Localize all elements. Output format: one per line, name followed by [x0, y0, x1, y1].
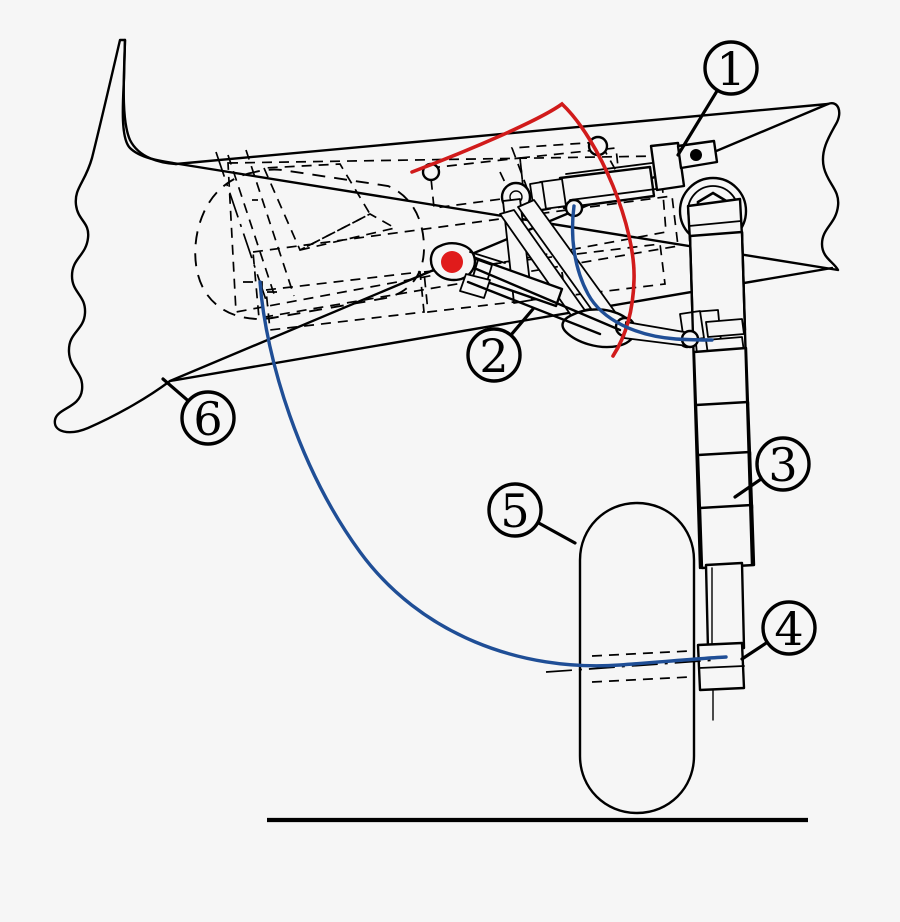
- shock-strut-assembly: [678, 197, 756, 652]
- red-travel-arc: [410, 101, 636, 358]
- callout-number-4: 4: [774, 602, 803, 656]
- callout-ring-4[interactable]: [761, 600, 817, 656]
- callout-number-6: 6: [193, 392, 222, 446]
- callout-5-wheel-tyre[interactable]: 5: [487, 482, 577, 545]
- callout-number-5: 5: [500, 484, 529, 538]
- callout-ring-6[interactable]: [180, 390, 236, 446]
- callout-3-shock-strut-oleo[interactable]: 3: [733, 436, 811, 499]
- hinge-eyes: [421, 135, 609, 218]
- callout-4-axle-torque-link[interactable]: 4: [740, 600, 817, 661]
- callout-ring-1[interactable]: [703, 40, 759, 96]
- callout-1-retraction-actuator[interactable]: 1: [676, 40, 759, 157]
- callout-layer: 1 2 3 4 5 6: [161, 40, 817, 661]
- lock-actuator: [429, 242, 622, 336]
- blue-lock-arc: [570, 204, 714, 342]
- callout-leader-6: [161, 377, 190, 403]
- callout-number-1: 1: [716, 42, 745, 96]
- axle-assembly: [696, 641, 746, 721]
- callout-number-3: 3: [768, 438, 797, 492]
- callout-6-wing-fuselage-fairing[interactable]: 6: [161, 377, 236, 446]
- callout-leader-5: [536, 520, 577, 545]
- wing-fuselage-outline: [53, 38, 841, 434]
- callout-ring-2[interactable]: [466, 327, 522, 383]
- retraction-actuator: [529, 139, 719, 212]
- callout-ring-3[interactable]: [755, 436, 811, 492]
- callout-leader-3: [733, 477, 764, 499]
- blue-retraction-path: [258, 280, 728, 668]
- callout-leader-4: [740, 640, 769, 661]
- callout-leader-1: [676, 88, 720, 157]
- wheel-tyre: [578, 501, 696, 815]
- callout-leader-2: [509, 307, 535, 337]
- callout-number-2: 2: [479, 329, 508, 383]
- axle-centreline-group: [545, 650, 717, 683]
- bay-centreline: [215, 149, 295, 307]
- lock-pivot-red: [441, 251, 463, 273]
- callout-ring-5[interactable]: [487, 482, 543, 538]
- actuator-eye-pin: [690, 149, 702, 161]
- callout-2-side-stay-drag-brace[interactable]: 2: [466, 307, 535, 383]
